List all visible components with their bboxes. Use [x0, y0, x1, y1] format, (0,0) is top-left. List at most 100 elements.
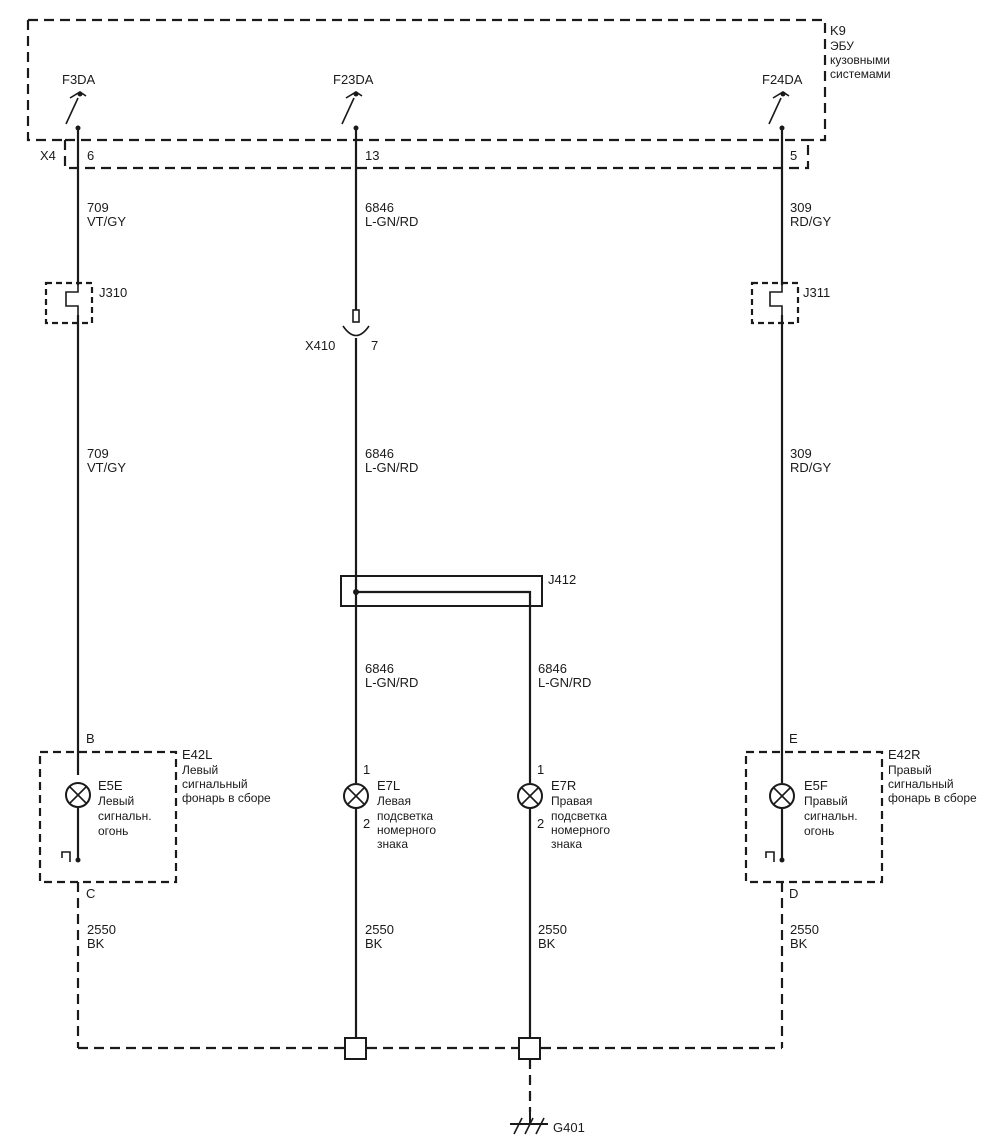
ground-g401-icon — [510, 1112, 548, 1135]
bulb-e5f-line-1: Правый — [804, 794, 848, 808]
wire-ground-center-num: 2550 — [365, 922, 394, 937]
fuse-f24da-pin: 5 — [790, 148, 797, 163]
fuse-f23da: F23DA 13 — [333, 72, 379, 163]
module-name-line-2: кузовными — [830, 53, 890, 67]
splice-j412: J412 — [340, 572, 576, 607]
wire-centerright-low-color: L-GN/RD — [538, 675, 591, 690]
e42r-desc-3: фонарь в сборе — [888, 791, 977, 805]
fuse-f24da-label: F24DA — [762, 72, 803, 87]
bulb-e5f-code: E5F — [804, 778, 828, 793]
ground-splice-right — [518, 1037, 541, 1060]
e42l-desc-3: фонарь в сборе — [182, 791, 271, 805]
e7r-pin-bottom: 2 — [537, 816, 544, 831]
e42r-pin-bottom: D — [789, 886, 798, 901]
wire-left-mid-num: 709 — [87, 446, 109, 461]
wire-right-mid-color: RD/GY — [790, 460, 832, 475]
ground-g401-label: G401 — [553, 1120, 585, 1135]
bulb-e5e-icon — [65, 782, 91, 808]
splice-j310-box — [44, 281, 94, 325]
e42l-code: E42L — [182, 747, 212, 762]
ground-strap-right-icon — [765, 851, 775, 862]
fuse-f3da: F3DA 6 — [62, 72, 96, 163]
e42r-pin-top: E — [789, 731, 798, 746]
fuse-f3da-terminal — [77, 91, 83, 97]
e42r-code: E42R — [888, 747, 921, 762]
fuse-f3da-pin: 6 — [87, 148, 94, 163]
wire-center-mid-num: 6846 — [365, 446, 394, 461]
wire-right-top-color: RD/GY — [790, 214, 832, 229]
wire-center-top-num: 6846 — [365, 200, 394, 215]
lamp-e7r: 1 2 E7R Правая подсветка номерного знака — [517, 762, 610, 851]
wire-centerright-low-num: 6846 — [538, 661, 567, 676]
ground-strap-left-icon — [61, 851, 71, 862]
lamp-e7l: 1 2 E7L Левая подсветка номерного знака — [343, 762, 436, 851]
lamp-assembly-e42r-box — [744, 750, 884, 884]
wire-center-low-num: 6846 — [365, 661, 394, 676]
circuit-center: X410 7 6846 L-GN/RD 6846 L-GN/RD — [305, 128, 418, 1042]
e7l-code: E7L — [377, 778, 400, 793]
e7l-pin-top: 1 — [363, 762, 370, 777]
bulb-e5e-code: E5E — [98, 778, 123, 793]
lamp-assembly-e42l: B E5E Левый сигнальн. огонь E42L Левый с… — [38, 731, 271, 901]
e42l-pin-bottom: C — [86, 886, 95, 901]
module-name-line-1: ЭБУ — [830, 39, 854, 53]
ground-splice-left — [344, 1037, 367, 1060]
wire-left-mid-color: VT/GY — [87, 460, 126, 475]
e42r-desc-2: сигнальный — [888, 777, 954, 791]
e42l-pin-top: B — [86, 731, 95, 746]
bulb-e5e-line-1: Левый — [98, 794, 134, 808]
connector-x410-label: X410 — [305, 338, 335, 353]
wire-ground-centerright-num: 2550 — [538, 922, 567, 937]
e42r-desc-1: Правый — [888, 763, 932, 777]
e7r-pin-top: 1 — [537, 762, 544, 777]
wire-left-top-num: 709 — [87, 200, 109, 215]
splice-j412-box — [340, 575, 543, 607]
wire-left-top-color: VT/GY — [87, 214, 126, 229]
e7r-desc-4: знака — [551, 837, 582, 851]
e7l-desc-3: номерного — [377, 823, 436, 837]
wire-ground-left-num: 2550 — [87, 922, 116, 937]
module-connector-label: X4 — [40, 148, 56, 163]
bulb-e5f-line-3: огонь — [804, 824, 834, 838]
e7r-desc-3: номерного — [551, 823, 610, 837]
e7l-pin-bottom: 2 — [363, 816, 370, 831]
splice-j310-label: J310 — [99, 285, 127, 300]
wire-right-mid-num: 309 — [790, 446, 812, 461]
module-name-line-3: системами — [830, 67, 891, 81]
circuit-right: 309 RD/GY J311 309 RD/GY — [750, 128, 832, 858]
wire-ground-right-color: BK — [790, 936, 808, 951]
module-code: K9 — [830, 23, 846, 38]
fuse-f23da-terminal — [353, 91, 359, 97]
bulb-e5e-line-2: сигнальн. — [98, 809, 152, 823]
wire-ground-left-color: BK — [87, 936, 105, 951]
splice-j311-label: J311 — [803, 285, 830, 300]
e7l-desc-1: Левая — [377, 794, 411, 808]
fuse-f3da-label: F3DA — [62, 72, 96, 87]
fuse-f24da-terminal — [780, 91, 786, 97]
e7r-code: E7R — [551, 778, 576, 793]
e7r-desc-2: подсветка — [551, 809, 607, 823]
module-k9: K9 ЭБУ кузовными системами X4 — [26, 18, 891, 170]
ground-circuits: 2550 BK 2550 BK 2550 BK 2550 BK G401 — [76, 882, 819, 1135]
bulb-e5f-line-2: сигнальн. — [804, 809, 858, 823]
e7r-desc-1: Правая — [551, 794, 592, 808]
lamp-assembly-e42l-box — [38, 750, 178, 884]
circuit-center-right: 6846 L-GN/RD 6846 L-GN/RD — [365, 606, 591, 1042]
e42l-desc-2: сигнальный — [182, 777, 248, 791]
wire-ground-centerright-color: BK — [538, 936, 556, 951]
wire-center-low-color: L-GN/RD — [365, 675, 418, 690]
wire-center-mid-color: L-GN/RD — [365, 460, 418, 475]
wire-center-top-color: L-GN/RD — [365, 214, 418, 229]
wire-ground-center-color: BK — [365, 936, 383, 951]
circuit-left: 709 VT/GY J310 709 VT/GY — [44, 128, 127, 858]
splice-j311-box — [750, 281, 800, 325]
wire-ground-right-num: 2550 — [790, 922, 819, 937]
e42l-desc-1: Левый — [182, 763, 218, 777]
lamp-assembly-e42r: E E5F Правый сигнальн. огонь E42R Правый… — [744, 731, 977, 901]
connector-x410-pin: 7 — [371, 338, 378, 353]
wire-right-top-num: 309 — [790, 200, 812, 215]
connector-x410-icon — [342, 325, 370, 337]
e7l-desc-2: подсветка — [377, 809, 433, 823]
bulb-e5e-line-3: огонь — [98, 824, 128, 838]
